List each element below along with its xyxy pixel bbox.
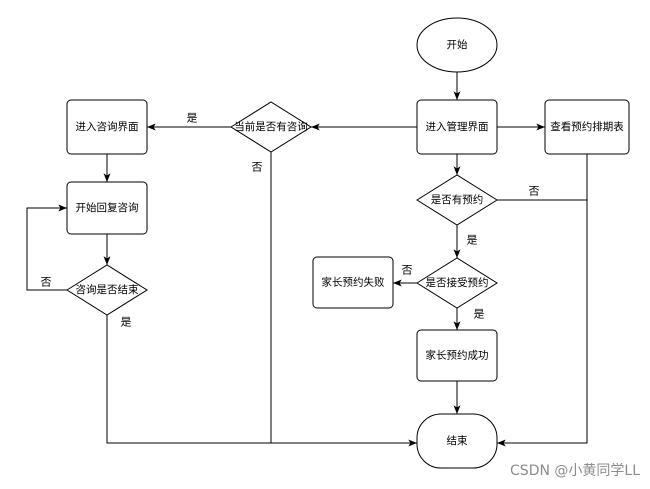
enter-admin-label: 进入管理界面 bbox=[426, 120, 489, 133]
consult-ended-label: 咨询是否结束 bbox=[76, 283, 139, 296]
edge-label-has-booking-no: 否 bbox=[529, 185, 540, 198]
edge-consult-ended-yes-to-end bbox=[106, 315, 417, 447]
node-enter-admin: 进入管理界面 bbox=[416, 99, 498, 155]
edge-label-has-consult-yes: 是 bbox=[187, 112, 198, 125]
node-end: 结束 bbox=[416, 413, 498, 469]
booking-failed-label: 家长预约失败 bbox=[322, 276, 385, 289]
booking-success-label: 家长预约成功 bbox=[426, 349, 489, 362]
edge-view-schedule-to-end bbox=[497, 154, 588, 447]
watermark-text: CSDN @小黄同学LL bbox=[510, 462, 640, 479]
start-label: 开始 bbox=[447, 38, 468, 51]
edge-label-accept-booking-yes: 是 bbox=[474, 308, 485, 321]
node-view-schedule: 查看预约排期表 bbox=[544, 99, 630, 155]
node-consult-ended: 咨询是否结束 bbox=[66, 264, 148, 316]
has-booking-label: 是否有预约 bbox=[431, 193, 484, 206]
node-enter-consult: 进入咨询界面 bbox=[66, 99, 148, 155]
enter-consult-label: 进入咨询界面 bbox=[76, 120, 139, 133]
edge-label-consult-ended-no: 否 bbox=[41, 276, 52, 289]
edge-label-has-booking-yes: 是 bbox=[467, 234, 478, 247]
edge-label-accept-booking-no: 否 bbox=[402, 264, 413, 277]
consult-ended-decision-diamond bbox=[66, 264, 148, 316]
node-accept-booking: 是否接受预约 bbox=[416, 257, 498, 309]
node-booking-failed: 家长预约失败 bbox=[312, 256, 394, 309]
edge-label-has-consult-no: 否 bbox=[252, 161, 263, 174]
end-label: 结束 bbox=[447, 434, 468, 447]
node-has-booking: 是否有预约 bbox=[416, 174, 498, 226]
reply-consult-label: 开始回复咨询 bbox=[76, 201, 139, 214]
node-start: 开始 bbox=[416, 17, 498, 73]
accept-booking-label: 是否接受预约 bbox=[426, 276, 489, 289]
accept-booking-decision-diamond bbox=[416, 257, 498, 309]
edge-label-consult-ended-yes: 是 bbox=[121, 316, 132, 329]
has-consult-label: 当前是否有咨询 bbox=[234, 120, 308, 133]
edge-consult-ended-no-loop bbox=[26, 204, 67, 291]
node-reply-consult: 开始回复咨询 bbox=[66, 181, 148, 235]
node-booking-success: 家长预约成功 bbox=[416, 329, 498, 382]
view-schedule-label: 查看预约排期表 bbox=[550, 120, 624, 133]
node-has-consult: 当前是否有咨询 bbox=[230, 101, 312, 153]
